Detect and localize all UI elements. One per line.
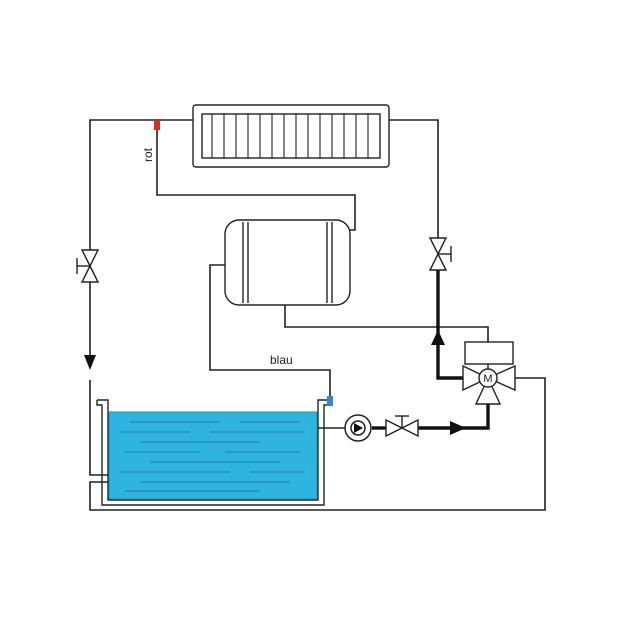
- arrow-right-bottom: [450, 421, 466, 435]
- red-sensor-icon: [154, 120, 160, 130]
- valve-icon-bottom: [385, 415, 419, 438]
- arrow-up-right: [431, 330, 445, 345]
- red-line-label: rot: [141, 147, 155, 162]
- pipe-bottom-return: [89, 377, 546, 511]
- blue-sensor-icon: [327, 396, 333, 406]
- pipe-hx-to-actuator: [284, 298, 489, 342]
- pipe-red-line: [156, 128, 356, 231]
- water-tank-icon: [96, 399, 330, 506]
- valve-icon-right: [428, 237, 452, 271]
- valve-icon-left: [76, 249, 100, 283]
- arrow-down-left: [84, 355, 96, 370]
- flow-mixer-up: [436, 270, 463, 380]
- flow-arrows: [84, 330, 466, 435]
- actuator-box-icon: [464, 341, 514, 365]
- heat-exchanger-icon: [224, 219, 351, 306]
- flow-lines: [372, 270, 490, 430]
- pipe-lines: [89, 119, 546, 511]
- pipe-right-supply: [385, 119, 439, 240]
- blue-line-label: blau: [270, 353, 293, 367]
- flow-valve-to-mixer: [418, 402, 490, 430]
- circulation-pump-icon: [344, 414, 372, 442]
- radiator-icon: [192, 104, 390, 168]
- pipe-left-supply: [89, 119, 195, 255]
- motorized-mixing-valve-icon: [462, 364, 516, 405]
- motor-label: M: [483, 373, 492, 385]
- pipe-blue-line: [209, 264, 331, 400]
